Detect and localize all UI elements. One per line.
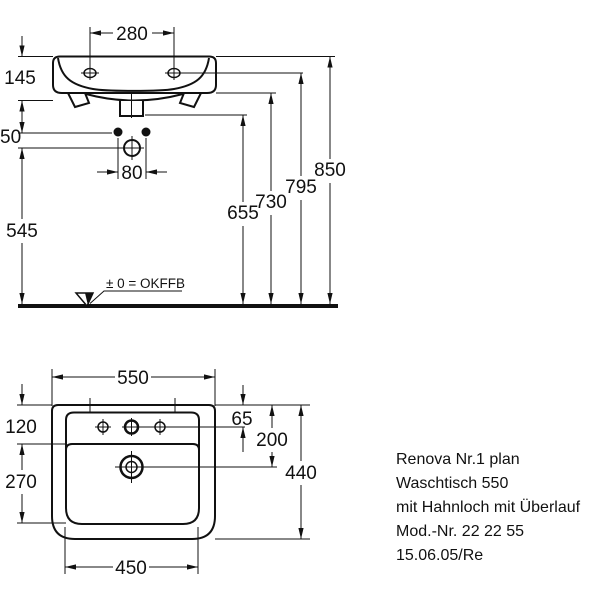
dim-label-120: 120 [5,417,37,438]
dim-label-50: 50 [0,127,21,148]
dim-label-655: 655 [227,203,259,224]
fixing-dots [113,127,151,137]
product-info-line-2: Waschtisch 550 [396,475,508,492]
dimension-145: 145 [4,36,36,133]
bowl-underside-curve [85,93,184,102]
deck-hole-left [95,419,111,435]
dimension-450: 450 [64,527,199,579]
mounting-hole-left [81,66,99,80]
dimension-120: 120 [5,384,37,438]
dimension-730: 730 [255,93,287,304]
dimension-545: 545 [6,148,38,304]
product-info-line-4: Mod.-Nr. 22 22 55 [396,523,524,540]
tap-hole-center [122,418,245,436]
dim-label-200: 200 [256,430,288,451]
dimension-200: 200 [256,405,288,467]
dim-label-450: 450 [115,558,147,579]
product-info-line-5: 15.06.05/Re [396,547,483,564]
dim-label-270: 270 [5,472,37,493]
dim-label-730: 730 [255,192,287,213]
product-info-line-1: Renova Nr.1 plan [396,451,520,468]
plan-reference-lines [17,404,310,540]
dim-label-795: 795 [285,177,317,198]
left-bracket [66,92,91,109]
washbasin-plan-outline [51,398,216,540]
datum-label: ± 0 = OKFFB [106,276,185,291]
dim-label-850: 850 [314,160,346,181]
dimension-270: 270 [5,444,37,523]
dimension-850: 850 [314,56,346,304]
dim-label-550: 550 [117,368,149,389]
dimension-550: 550 [51,368,216,406]
rim-inner-outline [65,411,200,525]
elevation-reference-lines [18,56,335,149]
dim-label-440: 440 [285,463,317,484]
dimension-50: 50 [0,122,25,159]
deck-hole-right [152,419,168,435]
datum-symbol: ± 0 = OKFFB [74,276,185,308]
dimension-440: 440 [285,405,317,539]
dim-label-65: 65 [231,409,252,430]
drain-symbol [115,451,277,483]
bowl-front-edge [65,443,200,451]
product-info-block: Renova Nr.1 plan Waschtisch 550 mit Hahn… [396,451,581,564]
dim-label-545: 545 [6,221,38,242]
right-bracket [178,92,203,109]
washbasin-front-outline [52,55,217,118]
mounting-hole-right [165,66,183,80]
dim-label-280: 280 [116,24,148,45]
product-info-line-3: mit Hahnloch mit Überlauf [396,498,581,516]
plan-view: 550 120 270 450 [5,368,317,579]
elevation-view: 280 145 50 80 [0,24,346,308]
dimension-280: 280 [89,24,175,66]
dimension-655: 655 [227,115,259,304]
dimension-80: 80 [97,138,167,184]
dim-label-80: 80 [121,163,142,184]
dim-label-145: 145 [4,68,36,89]
dimension-795: 795 [285,73,317,304]
dimension-65: 65 [231,385,253,452]
bowl-inner-profile [57,57,210,92]
